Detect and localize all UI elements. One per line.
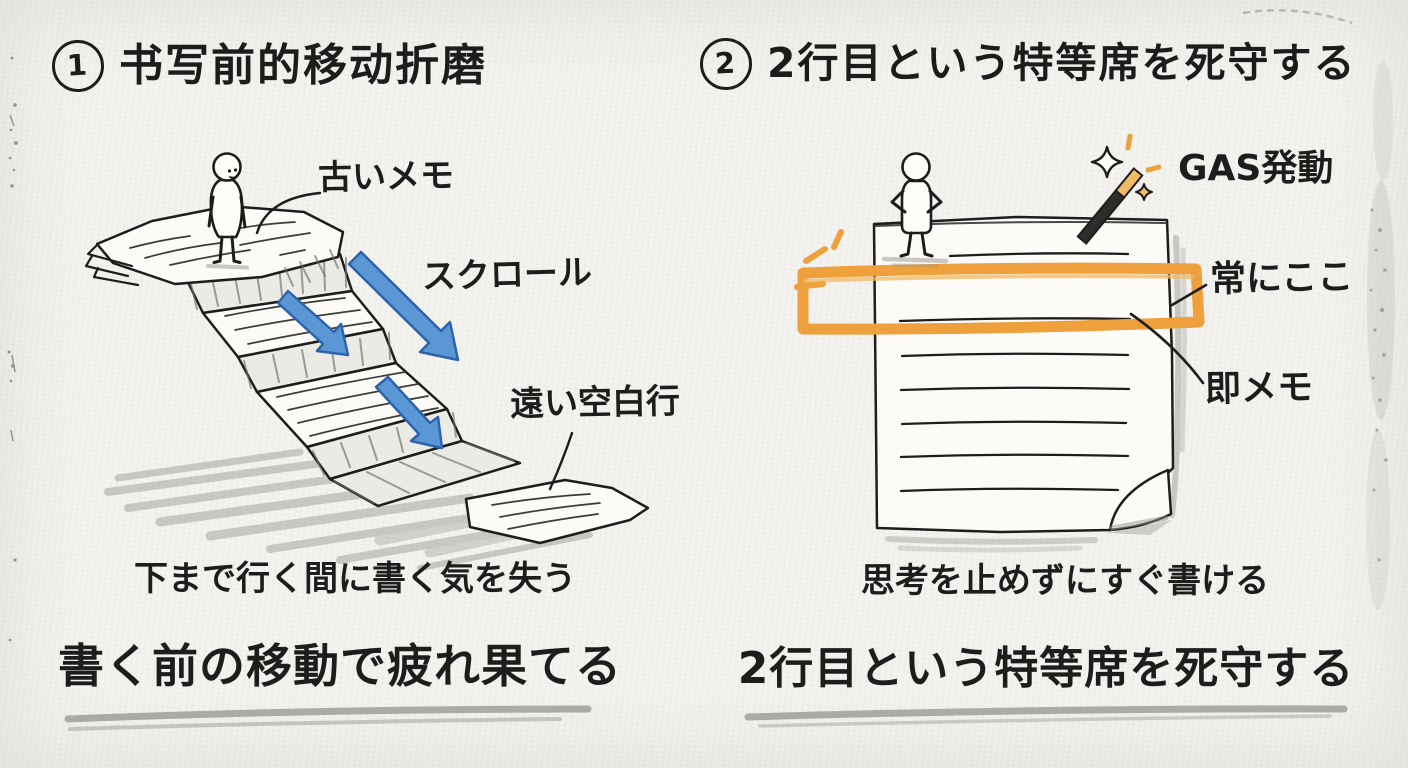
underline-stroke-left — [64, 705, 592, 731]
paper-cascade-illustration — [84, 152, 650, 545]
label-gas-trigger: GAS発動 — [1178, 148, 1334, 189]
connector-instant-memo — [1129, 312, 1205, 385]
document-sketch — [794, 133, 1208, 553]
label-old-memo: 古いメモ — [317, 155, 455, 199]
bottom-blank-page — [464, 478, 650, 545]
left-caption: 下まで行く間に書く気を失う — [134, 559, 576, 599]
right-caption: 思考を止めずにすぐ書ける — [860, 561, 1270, 601]
page-curl — [1106, 468, 1173, 535]
shadow-hatching — [104, 448, 593, 571]
scroll-arrow-icon — [276, 250, 460, 450]
left-conclusion: 書く前の移動で疲れ果てる — [58, 639, 622, 693]
right-title-text: 2行目という特等席を死守する — [767, 39, 1357, 88]
label-instant-memo: 即メモ — [1204, 367, 1314, 410]
magic-wand-icon — [1076, 167, 1144, 245]
step-number-badge: 1 — [50, 38, 106, 94]
connector-old-memo — [255, 191, 322, 235]
step-number-badge: 2 — [698, 36, 754, 92]
left-panel-title: 1 书写前的移动折磨 — [50, 38, 487, 94]
sparkle-icon — [1090, 133, 1162, 201]
right-conclusion: 2行目という特等席を死守する — [737, 643, 1355, 694]
stick-figure-icon — [881, 152, 949, 268]
connector-always-here — [1170, 283, 1208, 307]
label-far-blank-line: 遠い空白行 — [509, 381, 681, 425]
emphasis-rays — [794, 229, 844, 290]
highlight-row-box — [794, 229, 1205, 335]
label-always-here: 常にここ — [1209, 256, 1354, 301]
underline-stroke-right — [744, 705, 1348, 728]
paper-edge-noise-left — [7, 56, 18, 642]
connector-far-blank — [548, 431, 574, 491]
label-scroll: スクロール — [421, 252, 593, 298]
right-panel-title: 2 2行目という特等席を死守する — [698, 36, 1357, 92]
left-title-text: 书写前的移动折磨 — [119, 39, 487, 91]
paper-edge-noise-right — [1242, 9, 1395, 610]
stick-figure-icon — [206, 152, 249, 270]
scratch-mark — [1242, 9, 1353, 25]
